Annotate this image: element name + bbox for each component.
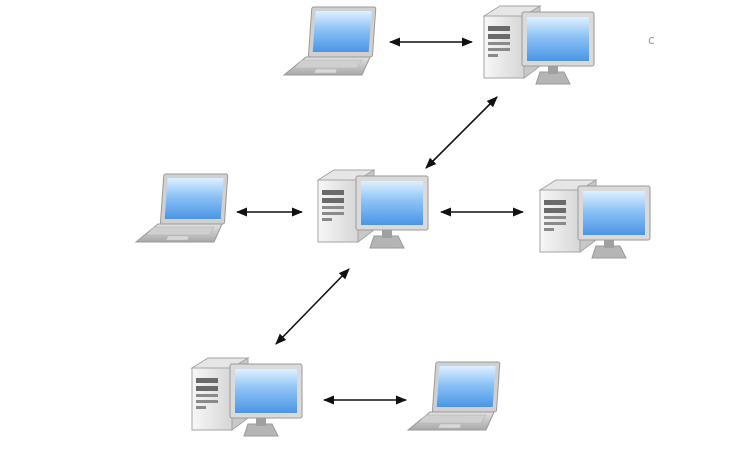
desktop-center-icon <box>316 169 429 249</box>
corner-mark: c <box>648 33 655 47</box>
desktop-bottom-icon <box>190 357 303 437</box>
laptop-top-icon <box>282 6 377 76</box>
laptop-bottom-icon <box>406 361 501 431</box>
desktop-top-icon <box>482 5 595 85</box>
desktop-right-icon <box>538 179 651 259</box>
arrow-desktop-center-desktop-bottom <box>275 268 350 345</box>
arrow-desktop-top-desktop-center <box>425 96 498 169</box>
laptop-left-icon <box>134 173 229 243</box>
